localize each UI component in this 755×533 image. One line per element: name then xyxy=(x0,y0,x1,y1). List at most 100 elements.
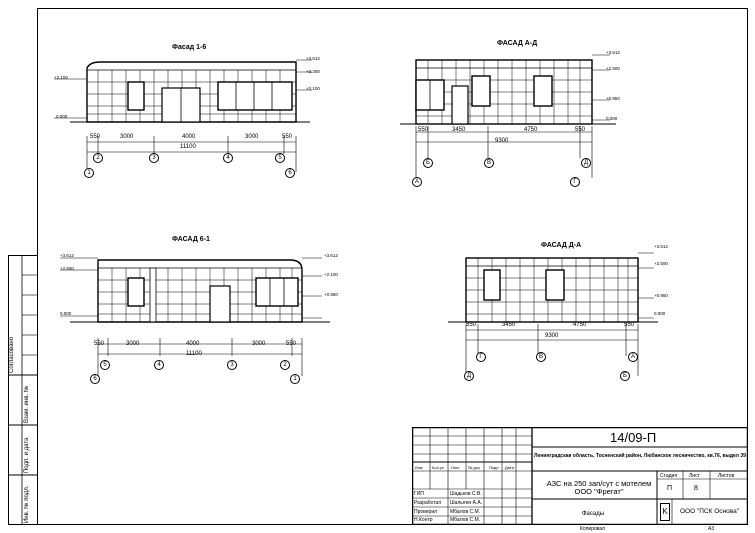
role-label: ГИП xyxy=(414,491,424,497)
axis-marker: 1 xyxy=(84,168,94,178)
dimension-label: 550 xyxy=(624,322,635,328)
axis-marker: В xyxy=(484,158,494,168)
dimension-label: 3450 xyxy=(502,322,516,328)
facade-a-d-title: ФАСАД А-Д xyxy=(497,40,538,47)
company-logo-icon: K xyxy=(660,503,670,521)
role-label: Разработал xyxy=(414,500,442,506)
sheet-header: Лист xyxy=(689,473,700,479)
dimension-label: 4750 xyxy=(524,127,538,133)
person-name: Мбалов С.М. xyxy=(450,517,481,523)
axis-marker: Д xyxy=(581,158,591,168)
axis-marker: Г xyxy=(570,177,580,187)
axis-marker: 2 xyxy=(280,360,290,370)
role-label: Проверил xyxy=(414,509,438,515)
level-label: +3.612 xyxy=(324,253,338,258)
stage-value: П xyxy=(667,485,673,492)
dimension-label: 550 xyxy=(575,127,586,133)
sheet-value: 8 xyxy=(694,485,698,492)
header-change: Изм xyxy=(415,465,423,470)
level-label: +0.950 xyxy=(654,293,668,298)
side-label-agreed: Согласовано xyxy=(9,336,15,373)
level-label: +3.612 xyxy=(306,56,320,61)
side-label-replace: Взам. инв. № xyxy=(24,385,30,423)
dimension-label: 550 xyxy=(466,322,477,328)
level-label: +3.612 xyxy=(654,244,668,249)
facade-1-6-drawing xyxy=(54,59,312,172)
axis-marker: В xyxy=(536,352,546,362)
dimension-label: 4000 xyxy=(182,134,196,140)
level-label: +2.500 xyxy=(654,261,668,266)
person-name: Шадьков С.В. xyxy=(450,491,482,497)
axis-marker: 3 xyxy=(149,153,159,163)
side-label-inv: Инв. № подл. xyxy=(24,485,30,523)
total-dimension-label: 9300 xyxy=(545,333,559,339)
level-label: +3.612 xyxy=(60,253,74,258)
axis-marker: 5 xyxy=(100,360,110,370)
stage-header: Стадия xyxy=(660,473,678,479)
dimension-label: 3000 xyxy=(126,341,140,347)
level-label: +2.500 xyxy=(606,66,620,71)
axis-marker: 2 xyxy=(93,153,103,163)
axis-marker: 3 xyxy=(227,360,237,370)
header-doc: № док xyxy=(468,465,480,470)
sheets-header: Листов xyxy=(718,473,735,479)
level-label: +0.950 xyxy=(324,292,338,297)
company-name: ООО "ПСК Основа" xyxy=(680,508,740,515)
axis-marker: 5 xyxy=(275,153,285,163)
dimension-label: 550 xyxy=(90,134,101,140)
dimension-label: 550 xyxy=(418,127,429,133)
axis-marker: Г xyxy=(476,352,486,362)
level-label: +2.100 xyxy=(54,75,68,80)
axis-marker: Б xyxy=(620,371,630,381)
format-label: А3 xyxy=(708,526,715,532)
project-name: АЗС на 250 зап/сут с мотелем ООО "Фрегат… xyxy=(546,479,652,496)
title-block: 14/09-П Ленинградская область, Тосненски… xyxy=(411,426,749,526)
axis-marker: А xyxy=(628,352,638,362)
role-label: Н.Контр xyxy=(414,517,433,523)
level-label: 0.000 xyxy=(56,114,68,119)
facade-6-1-title: ФАСАД 6-1 xyxy=(172,236,210,243)
person-name: Мбалов С.М. xyxy=(450,509,481,515)
side-stamp: Согласовано Взам. инв. № Подп. и дата Ин… xyxy=(8,255,38,525)
dimension-label: 550 xyxy=(282,134,293,140)
project-code: 14/09-П xyxy=(610,430,657,445)
dimension-label: 3000 xyxy=(120,134,134,140)
dimension-label: 4000 xyxy=(186,341,200,347)
dimension-label: 3000 xyxy=(252,341,266,347)
dimension-label: 550 xyxy=(286,341,297,347)
person-name: Шалыгин А.А. xyxy=(450,500,483,506)
axis-marker: 4 xyxy=(154,360,164,370)
axis-marker: 4 xyxy=(223,153,233,163)
sheet-title: Фасады xyxy=(582,511,605,517)
project-address: Ленинградская область, Тосненский район,… xyxy=(534,453,746,459)
level-label: 0.000 xyxy=(654,311,666,316)
axis-marker: 6 xyxy=(90,374,100,384)
copied-label: Копировал xyxy=(580,526,606,532)
header-sheet: Лист xyxy=(451,465,460,470)
level-label: +3.300 xyxy=(306,69,320,74)
dimension-label: 3000 xyxy=(245,134,259,140)
level-label: +3.612 xyxy=(606,50,620,55)
level-label: 0.000 xyxy=(606,116,618,121)
side-stamp-lines xyxy=(8,255,38,525)
level-label: +0.950 xyxy=(606,96,620,101)
total-dimension-label: 11100 xyxy=(180,144,196,150)
dimension-label: 3450 xyxy=(452,127,466,133)
dimension-label: 550 xyxy=(94,341,105,347)
header-sign: Подп xyxy=(489,465,499,470)
axis-marker: 6 xyxy=(285,168,295,178)
level-label: 0.000 xyxy=(60,311,72,316)
facade-d-a-title: ФАСАД Д-А xyxy=(541,242,582,249)
facade-6-1-drawing xyxy=(60,257,330,376)
total-dimension-label: 9300 xyxy=(495,138,509,144)
facade-1-6-title: Фасад 1-6 xyxy=(172,44,207,51)
axis-marker: Д xyxy=(464,371,474,381)
axis-marker: 1 xyxy=(290,374,300,384)
level-label: +2.500 xyxy=(60,266,74,271)
level-label: +2.100 xyxy=(324,272,338,277)
header-qty: Кол.уч xyxy=(432,465,444,470)
axis-marker: Б xyxy=(423,158,433,168)
dimension-label: 4750 xyxy=(573,322,587,328)
axis-marker: А xyxy=(412,177,422,187)
header-date: Дата xyxy=(505,465,514,470)
